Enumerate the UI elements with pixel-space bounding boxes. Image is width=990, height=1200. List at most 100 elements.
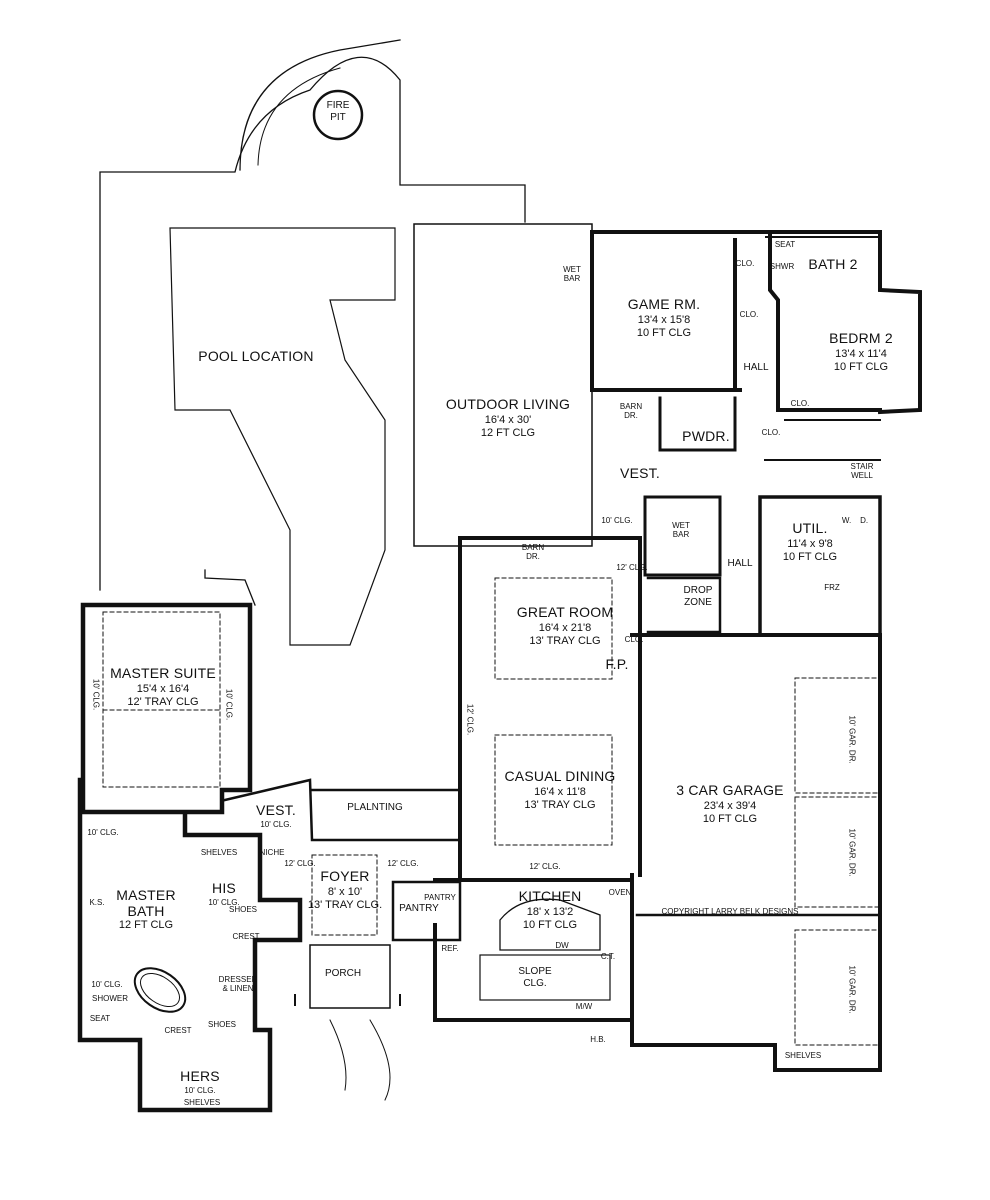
- shelves-his-note: SHELVES: [200, 848, 238, 857]
- crest-hers-note: CREST: [164, 1026, 192, 1035]
- foyer-label: FOYER 8' x 10' 13' TRAY CLG.: [308, 868, 382, 912]
- outdoor-living-dim: 16'4 x 30': [484, 414, 532, 427]
- ceiling-note-shower: 10' CLG.: [91, 980, 123, 989]
- slope-clg: CLG.: [523, 977, 547, 989]
- closet-note-4: CLO.: [761, 428, 781, 437]
- bath2-label: BATH 2: [808, 256, 858, 272]
- bedroom2-label: BEDRM 2 13'4 x 11'4 10 FT CLG: [829, 330, 893, 374]
- master-suite-clg: 12' TRAY CLG: [127, 696, 199, 709]
- porch-label: PORCH: [324, 968, 362, 979]
- game-room-label: GAME RM. 13'4 x 15'8 10 FT CLG: [628, 296, 700, 340]
- master-suite-dim: 15'4 x 16'4: [136, 683, 190, 696]
- north-wing-walls: [590, 230, 922, 415]
- bedroom2-dim: 13'4 x 11'4: [835, 348, 887, 361]
- master-suite-label: MASTER SUITE 15'4 x 16'4 12' TRAY CLG: [110, 665, 216, 709]
- kitchen-name: KITCHEN: [518, 888, 582, 904]
- pantry-label: PANTRY: [399, 903, 439, 914]
- pool-location-label: POOL LOCATION: [198, 348, 314, 364]
- fireplace-label: F.P.: [605, 656, 629, 672]
- casual-dining-dim: 16'4 x 11'8: [534, 786, 586, 799]
- fire-pit-label: FIRE PIT: [326, 100, 350, 123]
- drop-zone-label: DROP ZONE: [683, 585, 713, 608]
- foyer-clg: 13' TRAY CLG.: [307, 899, 383, 912]
- hall-top-label: HALL: [743, 362, 769, 373]
- shower-note: SHOWER: [92, 994, 128, 1003]
- dresser-linen-note: DRESSER & LINEN: [218, 975, 258, 994]
- barn-door-top-note: BARN DR.: [619, 402, 643, 421]
- garage-dim: 23'4 x 39'4: [703, 800, 757, 813]
- kitchen-label: KITCHEN 18' x 13'2 10 FT CLG: [519, 888, 582, 932]
- barn-door-mid-note: BARN DR.: [521, 543, 545, 562]
- niche-note: NICHE: [259, 848, 285, 857]
- ceiling-note-a: 10' CLG.: [601, 516, 633, 525]
- bedroom2-clg: 10 FT CLG: [833, 361, 889, 374]
- game-room-name: GAME RM.: [627, 296, 701, 312]
- crest-his-note: CREST: [232, 932, 260, 941]
- outdoor-living-clg: 12 FT CLG: [480, 427, 536, 440]
- bedroom2-name: BEDRM 2: [829, 330, 893, 346]
- shoes-hers-note: SHOES: [207, 1020, 237, 1029]
- ceiling-note-d: 12' CLG.: [529, 862, 561, 871]
- shelves-garage-note: SHELVES: [784, 1051, 822, 1060]
- shoes-his-note: SHOES: [228, 905, 258, 914]
- ct-note: C.T.: [600, 952, 616, 961]
- casual-dining-clg: 13' TRAY CLG: [524, 799, 596, 812]
- pool-shape: [169, 227, 396, 646]
- closet-note-3: CLO.: [790, 399, 810, 408]
- fire-pit: [312, 89, 364, 141]
- garage-walls: [630, 633, 882, 1072]
- ref-note: REF.: [441, 944, 459, 953]
- util-clg: 10 FT CLG: [782, 551, 838, 564]
- patio-outline: [99, 56, 526, 606]
- his-name: HIS: [212, 880, 236, 896]
- closet-note-1: CLO.: [735, 259, 755, 268]
- game-room-clg: 10 FT CLG: [636, 327, 692, 340]
- garage-door-3-note: 10' GAR. DR.: [847, 965, 857, 1014]
- util-name: UTIL.: [792, 520, 828, 536]
- wet-bar-mid-note: WET BAR: [672, 521, 690, 540]
- vest-top-label: VEST.: [620, 465, 660, 481]
- washer-dryer-note: W. D.: [841, 516, 869, 525]
- hers-name: HERS: [180, 1068, 220, 1084]
- ceiling-note-f: 12' CLG.: [284, 859, 316, 868]
- garage-name: 3 CAR GARAGE: [676, 782, 784, 798]
- hose-bib-note: H.B.: [590, 1035, 606, 1044]
- great-room-clg: 13' TRAY CLG: [529, 635, 601, 648]
- outdoor-living-name: OUTDOOR LIVING: [445, 396, 571, 412]
- wet-bar-top-note: WET BAR: [563, 265, 581, 284]
- master-bath-label: MASTER BATH 12 FT CLG: [116, 887, 176, 932]
- foyer-dim: 8' x 10': [327, 886, 363, 899]
- dishwasher-note: DW: [555, 941, 569, 950]
- ceiling-note-ms-left: 10' CLG.: [91, 678, 101, 711]
- ceiling-note-g: 10' CLG.: [87, 828, 119, 837]
- master-suite-name: MASTER SUITE: [110, 665, 216, 681]
- plainting-label: PLALNTING: [347, 802, 403, 813]
- garage-clg: 10 FT CLG: [702, 813, 758, 826]
- vest-low-label: VEST. 10' CLG.: [256, 802, 296, 830]
- casual-dining-label: CASUAL DINING 16'4 x 11'8 13' TRAY CLG: [505, 768, 616, 812]
- slope-label: SLOPE CLG.: [518, 966, 551, 989]
- foyer-name: FOYER: [320, 868, 370, 884]
- closet-note-5: CLO.: [624, 635, 644, 644]
- garage-door-1-note: 10' GAR. DR.: [847, 715, 857, 764]
- great-room-label: GREAT ROOM 16'4 x 21'8 13' TRAY CLG: [517, 604, 613, 648]
- vest-low-name: VEST.: [256, 802, 296, 818]
- master-bath-clg: 12 FT CLG: [118, 919, 174, 932]
- oven-note: OVEN: [608, 888, 632, 897]
- ks-note: K.S.: [89, 898, 105, 907]
- freezer-note: FRZ: [824, 583, 840, 592]
- great-room-dim: 16'4 x 21'8: [538, 622, 592, 635]
- microwave-note: M/W: [575, 1002, 593, 1011]
- kitchen-walls: [433, 878, 634, 1022]
- kitchen-clg: 10 FT CLG: [522, 919, 578, 932]
- master-bath-walls: [77, 777, 303, 1113]
- copyright-note: COPYRIGHT LARRY BELK DESIGNS: [661, 907, 799, 916]
- kitchen-dim: 18' x 13'2: [526, 906, 574, 919]
- master-bath-name: MASTER BATH: [116, 887, 176, 920]
- slope-name: SLOPE: [518, 966, 552, 977]
- util-label: UTIL. 11'4 x 9'8 10 FT CLG: [783, 520, 837, 564]
- garage-label: 3 CAR GARAGE 23'4 x 39'4 10 FT CLG: [676, 782, 783, 826]
- powder-label: PWDR.: [682, 428, 730, 444]
- util-dim: 11'4 x 9'8: [787, 538, 833, 551]
